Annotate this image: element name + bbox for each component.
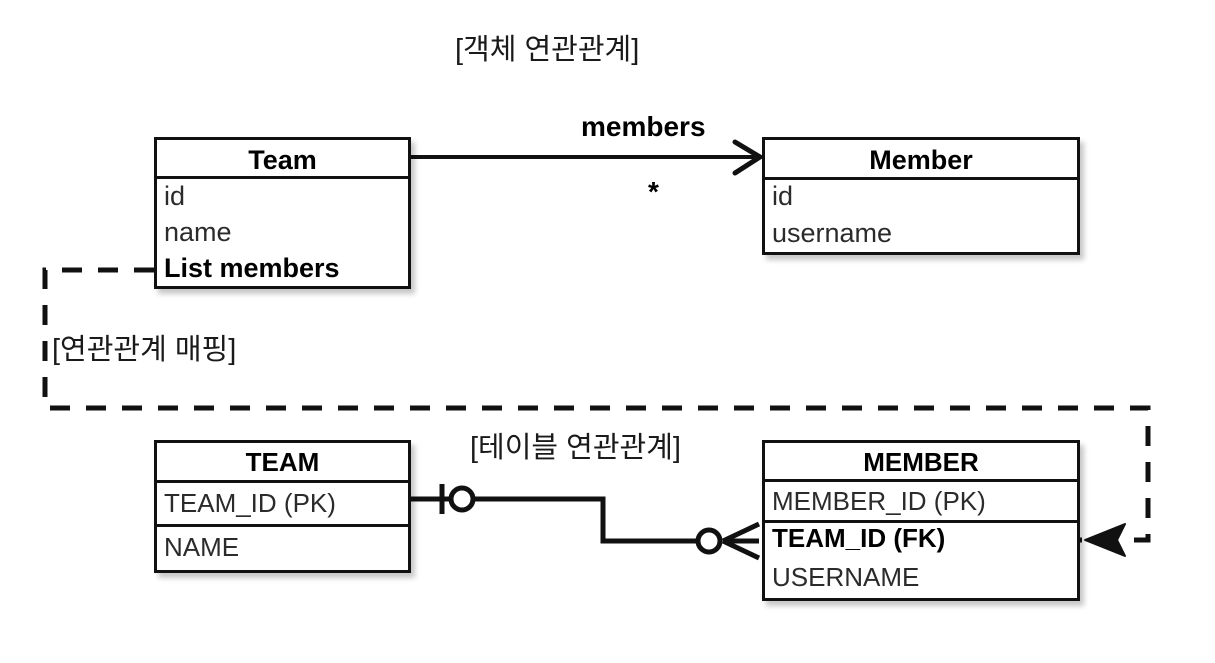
object-association-connector bbox=[411, 139, 765, 176]
table-box-member[interactable]: MEMBER MEMBER_ID (PK) TEAM_ID (FK) USERN… bbox=[762, 440, 1080, 601]
object-section-title: [객체 연관관계] bbox=[455, 34, 640, 66]
class-name-member: Member bbox=[765, 140, 1077, 180]
class-field-team-members: List members bbox=[164, 253, 340, 283]
table-column-team-name: NAME bbox=[164, 532, 240, 562]
table-section-title: [테이블 연관관계] bbox=[470, 432, 681, 464]
class-field-team-id: id bbox=[164, 181, 186, 211]
class-field-member-username: username bbox=[772, 218, 893, 248]
cardinality-zero-circle-right-icon bbox=[695, 527, 723, 555]
table-column-member-team-id: TEAM_ID (FK) bbox=[772, 523, 946, 553]
table-column-team-id: TEAM_ID (PK) bbox=[157, 483, 408, 527]
table-column-member-username: USERNAME bbox=[772, 562, 920, 592]
table-column-member-id: MEMBER_ID (PK) bbox=[765, 482, 1077, 523]
table-box-team[interactable]: TEAM TEAM_ID (PK) NAME bbox=[154, 440, 411, 573]
class-box-member[interactable]: Member id username bbox=[762, 137, 1080, 255]
association-arrowhead-icon bbox=[732, 139, 765, 176]
class-name-team: Team bbox=[157, 140, 408, 179]
mapping-arrowhead-icon bbox=[1084, 523, 1126, 557]
association-role-label: members bbox=[581, 111, 706, 142]
table-name-team: TEAM bbox=[157, 443, 408, 483]
class-box-team[interactable]: Team id name List members bbox=[154, 137, 411, 289]
class-field-team-name: name bbox=[164, 217, 232, 247]
class-field-member-id: id bbox=[772, 181, 794, 211]
association-multiplicity-label: * bbox=[648, 176, 659, 207]
table-name-member: MEMBER bbox=[765, 443, 1077, 482]
table-relation-line bbox=[411, 496, 710, 544]
table-relation-connector bbox=[411, 484, 761, 561]
cardinality-zero-circle-icon bbox=[448, 485, 476, 513]
crowsfoot-many-icon bbox=[721, 521, 761, 561]
mapping-section-label: [연관관계 매핑] bbox=[52, 334, 237, 366]
